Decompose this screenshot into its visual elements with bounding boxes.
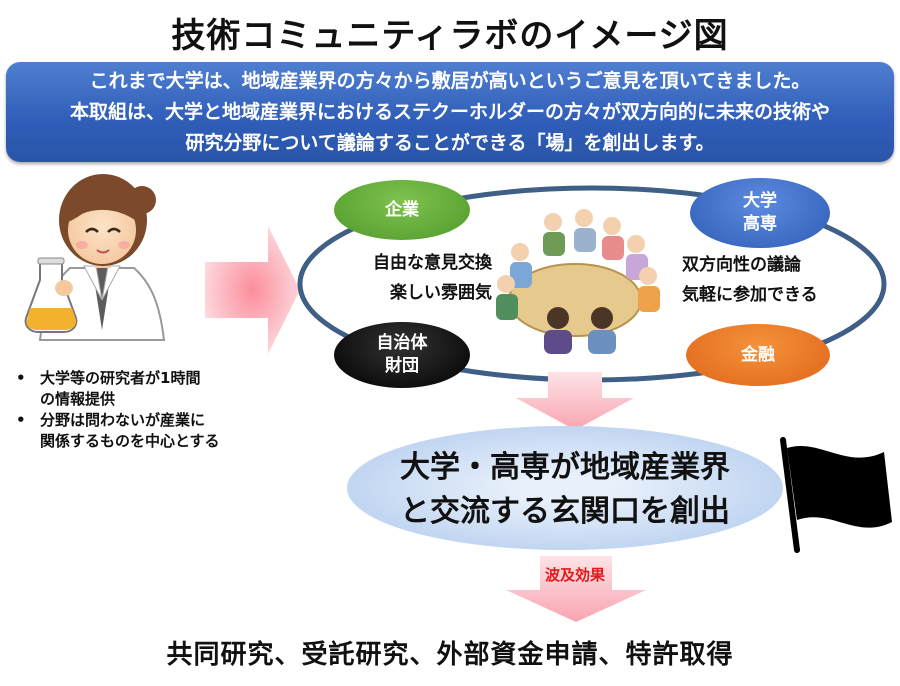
ripple-effect-label: 波及効果 [544,566,605,584]
bullet-line: 分野は問わないが産業に [40,411,206,429]
node-university: 大学 高専 [690,178,830,248]
node-company-label: 企業 [385,199,419,220]
intro-line: これまで大学は、地域産業界の方々から敷居が高いというご意見を頂いてきました。 [89,70,811,92]
node-government: 自治体 財団 [334,322,470,388]
node-university-label: 大学 [743,191,777,211]
outcome-line: と交流する玄関口を創出 [400,494,730,529]
intro-line: 研究分野について議論することができる「場」を創出します。 [185,132,715,154]
ring-right-line: 双方向性の議論 [682,255,801,275]
node-government-label: 財団 [385,356,419,376]
bullet-line: 大学等の研究者が1時間 [40,369,201,387]
ring-left-line: 楽しい雰囲気 [390,283,492,303]
bullet-line: 関係するものを中心とする [40,432,220,450]
page-title: 技術コミュニティラボのイメージ図 [171,16,729,56]
results-text: 共同研究、受託研究、外部資金申請、特許取得 [166,640,734,670]
outcome-line: 大学・高専が地域産業界 [400,450,730,485]
ring-right-text: 双方向性の議論 気軽に参加できる [682,250,852,310]
ring-right-line: 気軽に参加できる [682,285,818,305]
flow-arrow-right [205,226,300,354]
outcome-ellipse [347,426,783,550]
outcome-text: 大学・高専が地域産業界 と交流する玄関口を創出 [355,425,775,555]
node-finance-label: 金融 [741,344,775,365]
bullet-line: の情報提供 [40,390,116,408]
flow-arrow-down [516,372,634,430]
node-finance: 金融 [686,324,830,386]
ripple-arrow [506,556,646,622]
bullet-item: 分野は問わないが産業に 関係するものを中心とする [14,410,264,452]
intro-line: 本取組は、大学と地域産業界におけるステクーホルダーの方々が双方向的に未来の技術や [69,101,830,123]
ring-left-line: 自由な意見交換 [373,253,492,273]
researcher-bullets: 大学等の研究者が1時間 の情報提供 分野は問わないが産業に 関係するものを中心と… [14,368,264,452]
node-company: 企業 [334,180,470,240]
node-government-label: 自治体 [376,333,428,353]
bullet-item: 大学等の研究者が1時間 の情報提供 [14,368,264,410]
meeting-illustration-icon [496,209,660,354]
researcher-icon [24,174,166,341]
ring-left-text: 自由な意見交換 楽しい雰囲気 [338,248,492,308]
node-university-label: 高専 [743,214,777,234]
flag-icon [780,437,892,553]
intro-banner: これまで大学は、地域産業界の方々から敷居が高いというご意見を頂いてきました。 本… [6,62,894,162]
